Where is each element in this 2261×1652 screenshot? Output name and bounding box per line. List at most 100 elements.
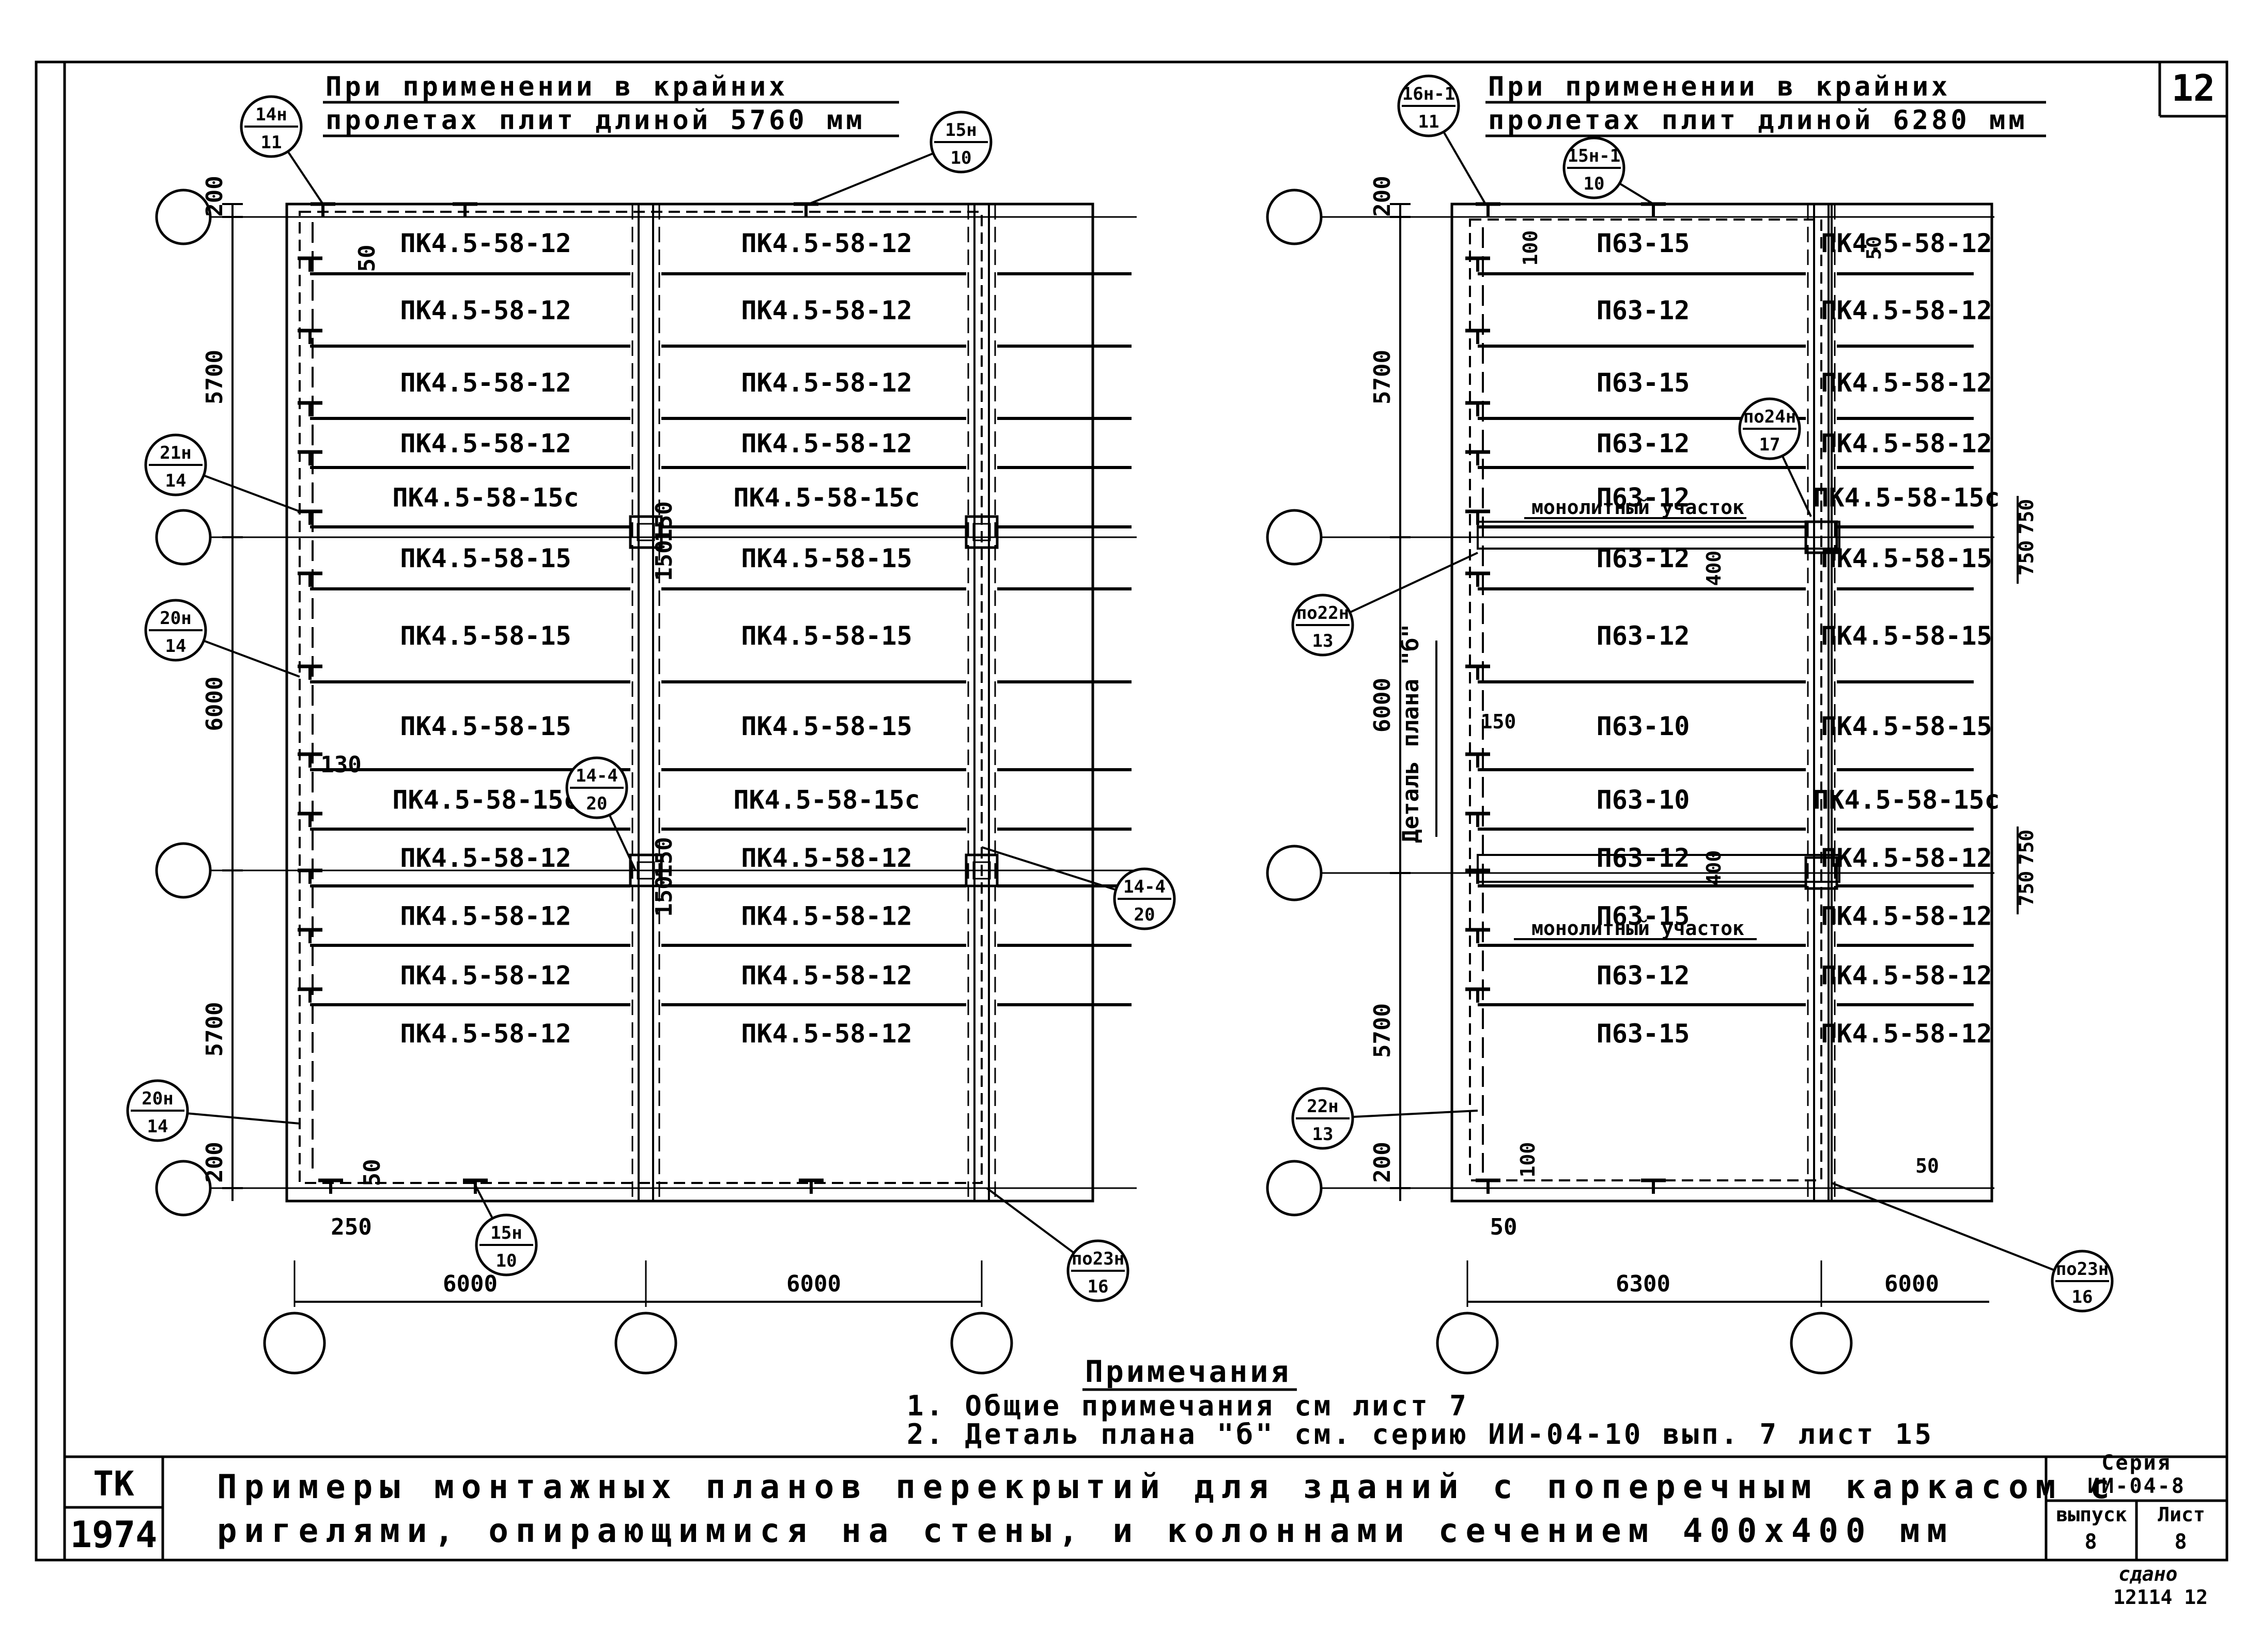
column-box xyxy=(965,515,999,549)
tie-anchor xyxy=(298,868,322,884)
callout-top-text: 15н-1 xyxy=(1568,146,1620,166)
axis-bubble xyxy=(1436,1312,1499,1375)
callout-top-text: по24н xyxy=(1743,407,1796,427)
dim-text: 5700 xyxy=(1369,350,1396,404)
notes-line2: 2. Деталь плана "б" см. серию ИИ-04-10 в… xyxy=(907,1418,1934,1451)
dim-text: 200 xyxy=(202,1142,228,1182)
slab-label: П63-12 xyxy=(1597,429,1690,459)
slab-label: ПК4.5-58-12 xyxy=(1821,901,1992,931)
callout-bottom-text: 13 xyxy=(1312,1124,1334,1145)
callout-bottom-text: 17 xyxy=(1759,434,1780,455)
slab-label: ПК4.5-58-12 xyxy=(1821,961,1992,991)
dim-text: 200 xyxy=(1369,1142,1396,1182)
tie-anchor xyxy=(1641,202,1666,217)
issue-value: 8 xyxy=(2084,1530,2098,1554)
sheet-number: 12 xyxy=(2172,67,2215,110)
slab-label: П63-12 xyxy=(1597,295,1690,325)
axis-bubble xyxy=(263,1312,326,1375)
slab-label: ПК4.5-58-15 xyxy=(400,711,571,741)
callout-top-text: 20н xyxy=(160,608,191,629)
callout-top-text: по23н xyxy=(1072,1249,1124,1269)
slab-label: ПК4.5-58-12 xyxy=(741,429,912,459)
series-value: ИИ-04-8 xyxy=(2087,1474,2186,1498)
dim-text: 250 xyxy=(331,1214,371,1240)
axis-bubble xyxy=(155,1160,212,1217)
tie-anchor xyxy=(1476,1178,1500,1194)
slab-label: ПК4.5-58-12 xyxy=(741,1019,912,1049)
dim-text: 6000 xyxy=(202,677,228,731)
stamp-line2: 12114 12 xyxy=(2113,1586,2208,1609)
callout-top-text: 14-4 xyxy=(576,766,618,786)
sheet-value: 8 xyxy=(2174,1530,2188,1554)
tie-anchor xyxy=(311,202,335,217)
slab-label: ПК4.5-58-12 xyxy=(400,228,571,258)
slab-label: ПК4.5-58-12 xyxy=(1821,843,1992,873)
notes-title: Примечания xyxy=(1085,1354,1291,1389)
slab-label: ПК4.5-58-15 xyxy=(1821,543,1992,573)
callout-top-text: 16н-1 xyxy=(1402,84,1455,104)
tie-anchor xyxy=(1465,987,1490,1003)
tie-anchor xyxy=(298,571,322,587)
dim-text: 6300 xyxy=(1616,1271,1670,1297)
callout-bottom-text: 11 xyxy=(1418,112,1439,132)
callout-bottom-text: 20 xyxy=(1134,905,1155,925)
callout-top-text: 14-4 xyxy=(1123,877,1166,897)
axis-bubble xyxy=(155,509,212,566)
tie-anchor xyxy=(453,202,477,217)
slab-label: ПК4.5-58-12 xyxy=(1821,1019,1992,1049)
notes-line1: 1. Общие примечания см лист 7 xyxy=(907,1390,1469,1422)
slab-label: ПК4.5-58-12 xyxy=(400,429,571,459)
slab-label: П63-12 xyxy=(1597,621,1690,651)
axis-bubble xyxy=(1790,1312,1853,1375)
callout-top-text: 21н xyxy=(160,443,191,463)
title-line2: ригелями, опирающимися на стены, и колон… xyxy=(217,1512,1954,1550)
title-block-tk: ТК xyxy=(93,1464,134,1504)
dim-text: 50 xyxy=(1915,1155,1939,1177)
tie-anchor xyxy=(298,664,322,680)
slab-label: П63-15 xyxy=(1597,368,1690,398)
column-inner xyxy=(637,523,655,541)
dim-text: 100 xyxy=(1516,1142,1539,1178)
callout-bottom-text: 20 xyxy=(586,793,608,814)
slab-label: ПК4.5-58-12 xyxy=(1821,295,1992,325)
series-label: Серия xyxy=(2101,1451,2171,1475)
dim-text: 6000 xyxy=(786,1271,841,1297)
tie-anchor xyxy=(1465,401,1490,416)
slab-label: ПК4.5-58-15 xyxy=(400,543,571,573)
tie-anchor xyxy=(1465,664,1490,680)
tie-anchor xyxy=(318,1178,343,1194)
dim-text: 750 xyxy=(2015,830,2038,865)
sheet-label: Лист xyxy=(2158,1503,2205,1526)
right-header-line1: При применении в крайних xyxy=(1488,71,1950,102)
callout-top-text: по23н xyxy=(2056,1259,2109,1280)
callout-bottom-text: 10 xyxy=(951,148,972,168)
dim-text: 6000 xyxy=(1884,1271,1939,1297)
axis-bubble xyxy=(1266,509,1323,566)
dim-text: 750 xyxy=(2015,540,2038,576)
tie-anchor xyxy=(298,450,322,465)
slab-label: ПК4.5-58-15с xyxy=(392,785,579,815)
tie-anchor xyxy=(1465,329,1490,344)
slab-label: ПК4.5-58-15 xyxy=(741,621,912,651)
dim-text: 5700 xyxy=(202,1002,228,1057)
slab-label: ПК4.5-58-12 xyxy=(741,368,912,398)
slab-label: ПК4.5-58-15с xyxy=(733,785,920,815)
dim-text: 400 xyxy=(1702,551,1725,586)
outer-wall xyxy=(285,202,1094,1203)
tie-anchor xyxy=(298,812,322,827)
slab-label: П63-12 xyxy=(1597,961,1690,991)
leader-line xyxy=(1831,1182,2083,1282)
slab-label: П63-12 xyxy=(1597,483,1690,513)
slab-label: ПК4.5-58-12 xyxy=(741,901,912,931)
tie-anchor xyxy=(1476,202,1500,217)
callout-top-text: 22н xyxy=(1307,1096,1338,1117)
dim-text: 5700 xyxy=(202,350,228,404)
dim-text: 150 xyxy=(651,540,677,581)
detail-label: Деталь плана "б" xyxy=(1398,624,1424,843)
wall-inner-dashed xyxy=(299,211,983,1184)
slab-label: ПК4.5-58-12 xyxy=(1821,228,1992,258)
callout-bottom-text: 14 xyxy=(165,471,187,491)
callout-bottom-text: 10 xyxy=(1584,174,1605,194)
dim-text: 200 xyxy=(202,176,228,216)
